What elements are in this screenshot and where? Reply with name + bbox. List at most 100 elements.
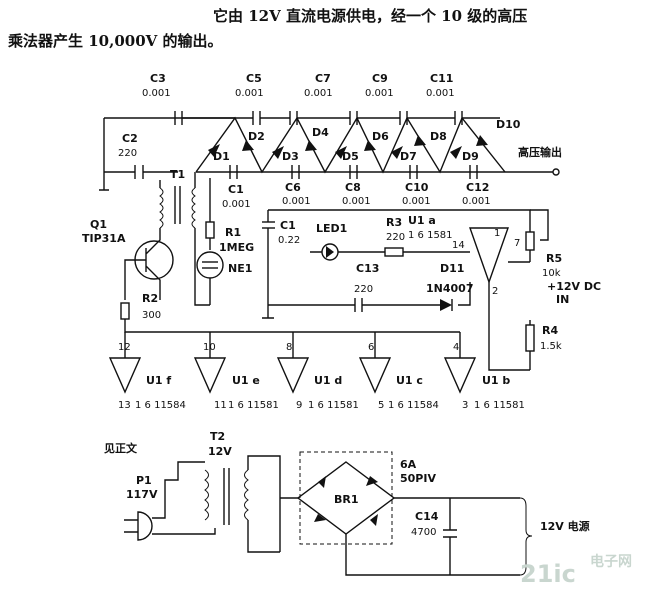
power-supply: 见正文 T2 12V P1 117V BR1 6A 50PIV C14 4700… — [104, 430, 590, 576]
schematic-label: 1 6 11584 — [388, 400, 439, 411]
watermark-logo: 21ic — [520, 560, 576, 588]
label-d5: D5 — [342, 150, 359, 163]
gate-u1e: 10 11 U1 e 1 6 11581 — [193, 332, 279, 411]
schematic-label: 5 — [378, 400, 384, 411]
value-r2: 300 — [142, 310, 161, 321]
hv-output-label: 高压输出 — [518, 145, 562, 159]
schematic-label: U1 c — [396, 374, 423, 387]
schematic-label: 10 — [203, 342, 216, 353]
label-c8: C8 — [345, 181, 361, 194]
label-t1: T1 — [170, 168, 185, 181]
schematic-label: 13 — [118, 400, 131, 411]
dc-in-label-2: IN — [556, 293, 569, 306]
value-c1: 0.001 — [222, 199, 251, 210]
schematic-label: 9 — [296, 400, 302, 411]
multiplier-ladder — [99, 111, 560, 191]
value-c9: 0.001 — [365, 88, 394, 99]
schematic-label: 1 6 11581 — [308, 400, 359, 411]
value-c13: 220 — [354, 284, 373, 295]
value-d11: 1N4007 — [426, 282, 473, 295]
schematic-label: 1 6 11581 — [228, 400, 279, 411]
label-c3: C3 — [150, 72, 166, 85]
label-br1: BR1 — [334, 493, 359, 506]
diode-labels: D1 D2 D3 D4 D5 D6 D7 D8 D9 D10 — [213, 118, 521, 163]
label-led1: LED1 — [316, 222, 347, 235]
label-d11: D11 — [440, 262, 464, 275]
label-d8: D8 — [430, 130, 447, 143]
schematic-label: 6 — [368, 342, 374, 353]
label-r2: R2 — [142, 292, 158, 305]
supply-label: 12V 电源 — [540, 519, 590, 533]
label-p1: P1 — [136, 474, 152, 487]
transistor-q1: Q1 TIP31A — [82, 218, 174, 300]
label-u1a: U1 a — [408, 214, 436, 227]
label-d3: D3 — [282, 150, 299, 163]
schematic-label: 8 — [286, 342, 292, 353]
label-d6: D6 — [372, 130, 389, 143]
intro-line-1: 它由 12V 直流电源供电，经一个 10 级的高压 — [213, 7, 528, 25]
br-rating-1: 6A — [400, 458, 417, 471]
label-c7: C7 — [315, 72, 331, 85]
pin-14: 14 — [452, 240, 465, 251]
schematic-label: 3 — [462, 400, 468, 411]
resistor-r1: R1 1MEG — [205, 178, 254, 254]
value-c7: 0.001 — [304, 88, 333, 99]
value-r3: 220 — [386, 232, 405, 243]
label-c1: C1 — [228, 183, 244, 196]
resistor-r2: R2 300 — [120, 292, 460, 333]
gate-u1b: 4 3 U1 b 1 6 11581 — [443, 332, 525, 411]
gate-u1d: 8 9 U1 d 1 6 11581 — [276, 332, 359, 411]
label-d2: D2 — [248, 130, 265, 143]
watermark: 21ic 电子网 — [520, 553, 632, 588]
label-r1: R1 — [225, 226, 241, 239]
label-r3: R3 — [386, 216, 402, 229]
gate-row: 12 13 U1 f 1 6 11584 10 11 U1 e 1 6 1158… — [108, 332, 525, 411]
value-c2: 220 — [118, 148, 137, 159]
label-d10: D10 — [496, 118, 521, 131]
value-p1: 117V — [126, 488, 158, 501]
label-ne1: NE1 — [228, 262, 252, 275]
value-c14: 4700 — [411, 527, 436, 538]
label-c6: C6 — [285, 181, 301, 194]
transformer-t1: T1 — [159, 168, 210, 306]
label-c13: C13 — [356, 262, 379, 275]
label-d7: D7 — [400, 150, 417, 163]
value-c3: 0.001 — [142, 88, 171, 99]
gate-u1c: 6 5 U1 c 1 6 11584 — [358, 332, 439, 411]
schematic-label: U1 e — [232, 374, 260, 387]
label-r5: R5 — [546, 252, 562, 265]
br-rating-2: 50PIV — [400, 472, 436, 485]
value-t2: 12V — [208, 445, 232, 458]
label-c2: C2 — [122, 132, 138, 145]
diode-markers — [208, 135, 488, 159]
value-c11: 0.001 — [426, 88, 455, 99]
pin-1: 1 — [494, 228, 500, 239]
value-q1: TIP31A — [82, 232, 126, 245]
value-c8: 0.001 — [342, 196, 371, 207]
schematic-label: U1 f — [146, 374, 171, 387]
label-c5: C5 — [246, 72, 262, 85]
schematic-label: 1 6 11584 — [135, 400, 186, 411]
value-c6: 0.001 — [282, 196, 311, 207]
value-r5: 10k — [542, 268, 561, 279]
label-d9: D9 — [462, 150, 479, 163]
pin-7: 7 — [514, 238, 520, 249]
label-d4: D4 — [312, 126, 329, 139]
schematic-label: 1 6 11581 — [474, 400, 525, 411]
capacitor-labels: C3 0.001 C5 0.001 C7 0.001 C9 0.001 C11 … — [118, 72, 491, 210]
dc-in-label-1: +12V DC — [547, 280, 601, 293]
schematic-label: 11 — [214, 400, 227, 411]
label-c11: C11 — [430, 72, 453, 85]
value-u1a: 1 6 1581 — [408, 230, 453, 241]
label-c14: C14 — [415, 510, 439, 523]
label-d1: D1 — [213, 150, 230, 163]
oscillator-section: C1 0.22 LED1 R3 220 U1 a 1 6 1581 14 1 7… — [262, 209, 601, 371]
label-cb1: C1 — [280, 219, 296, 232]
value-c12: 0.001 — [462, 196, 491, 207]
top-capacitor-string — [174, 111, 500, 125]
label-t2: T2 — [210, 430, 225, 443]
gate-u1f: 12 13 U1 f 1 6 11584 — [108, 332, 186, 411]
value-c5: 0.001 — [235, 88, 264, 99]
value-c10: 0.001 — [402, 196, 431, 207]
